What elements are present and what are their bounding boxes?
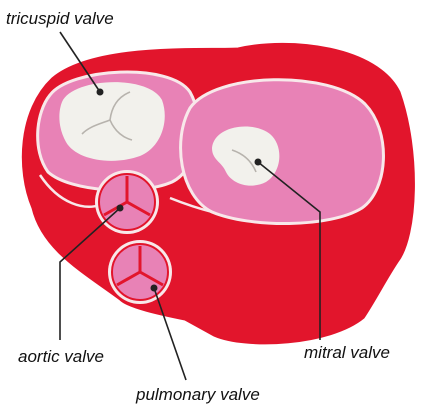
tricuspid-valve [59, 82, 164, 161]
mitral-dot [255, 159, 262, 166]
mitral-chamber [181, 80, 384, 224]
pulmonary-dot [151, 285, 158, 292]
pulmonary-valve-label: pulmonary valve [135, 385, 260, 404]
mitral-valve-label: mitral valve [304, 343, 390, 362]
aortic-dot [117, 205, 124, 212]
aortic-valve [95, 170, 159, 234]
pulmonary-valve [108, 240, 172, 304]
tricuspid-valve-label: tricuspid valve [6, 9, 114, 28]
aortic-valve-label: aortic valve [18, 347, 104, 366]
tricuspid-dot [97, 89, 104, 96]
